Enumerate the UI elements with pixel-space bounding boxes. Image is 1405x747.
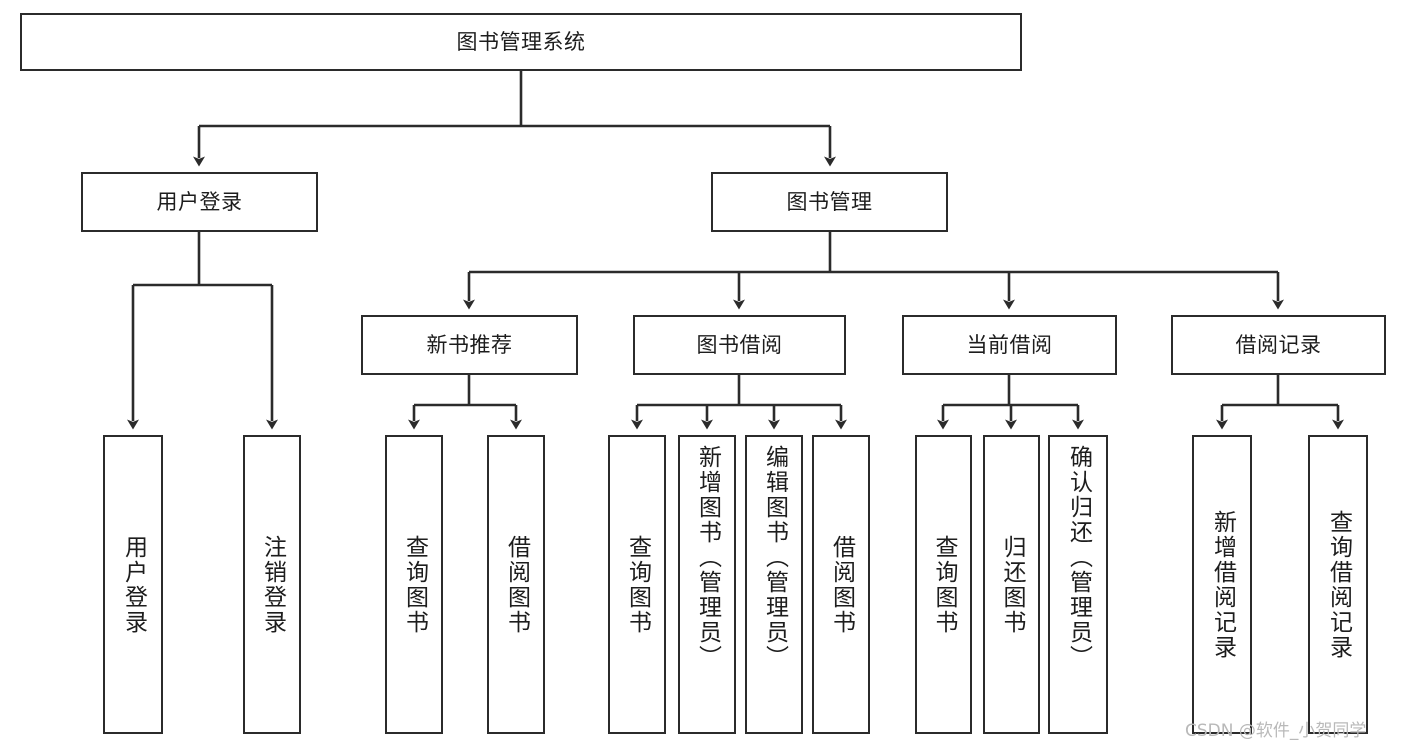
- node-leaf-bb-query-book-label: 查询图书: [624, 534, 651, 635]
- node-leaf-bb-borrow-book-label: 借阅图书: [828, 534, 855, 635]
- node-leaf-rec-query-book-label: 查询图书: [401, 534, 428, 635]
- node-borrow-record-label: 借阅记录: [1235, 332, 1322, 357]
- node-leaf-cb-return-book[interactable]: 归还图书: [983, 435, 1040, 734]
- node-book-manage[interactable]: 图书管理: [711, 172, 948, 232]
- edge-group-book-borrow: [631, 375, 847, 430]
- node-leaf-br-add-record-label: 新增借阅记录: [1209, 509, 1236, 660]
- edge-group-book-manage: [463, 232, 1284, 310]
- node-user-login-label: 用户登录: [156, 189, 243, 214]
- node-book-manage-label: 图书管理: [786, 189, 873, 214]
- node-current-borrow-label: 当前借阅: [966, 332, 1053, 357]
- node-new-book-rec-label: 新书推荐: [426, 332, 513, 357]
- node-leaf-rec-query-book[interactable]: 查询图书: [385, 435, 443, 734]
- node-leaf-bb-add-book-label: 新增图书（管理员）: [694, 445, 721, 670]
- node-user-login[interactable]: 用户登录: [81, 172, 318, 232]
- node-leaf-rec-borrow-book-label: 借阅图书: [503, 534, 530, 635]
- node-leaf-cb-confirm-return-label: 确认归还（管理员）: [1065, 445, 1092, 670]
- edge-group-user-login: [127, 232, 278, 430]
- node-leaf-cb-query-book-label: 查询图书: [931, 534, 957, 635]
- node-leaf-rec-borrow-book[interactable]: 借阅图书: [487, 435, 545, 734]
- edge-group-root: [193, 71, 836, 167]
- node-leaf-cb-query-book[interactable]: 查询图书: [915, 435, 972, 734]
- node-current-borrow[interactable]: 当前借阅: [902, 315, 1117, 375]
- node-leaf-bb-borrow-book[interactable]: 借阅图书: [812, 435, 870, 734]
- node-leaf-br-query-record-label: 查询借阅记录: [1325, 509, 1352, 660]
- node-leaf-cb-confirm-return[interactable]: 确认归还（管理员）: [1048, 435, 1108, 734]
- node-leaf-user-login[interactable]: 用户登录: [103, 435, 163, 734]
- edge-group-borrow-record: [1216, 375, 1344, 430]
- node-book-borrow[interactable]: 图书借阅: [633, 315, 846, 375]
- node-leaf-user-login-label: 用户登录: [120, 534, 147, 635]
- node-root-label: 图书管理系统: [456, 29, 586, 54]
- node-leaf-cb-return-book-label: 归还图书: [999, 534, 1025, 635]
- node-leaf-br-query-record[interactable]: 查询借阅记录: [1308, 435, 1368, 734]
- node-leaf-bb-edit-book[interactable]: 编辑图书（管理员）: [745, 435, 803, 734]
- node-root[interactable]: 图书管理系统: [20, 13, 1022, 71]
- edge-group-new-book-rec: [408, 375, 522, 430]
- edge-group-current-borrow: [937, 375, 1084, 430]
- node-leaf-bb-add-book[interactable]: 新增图书（管理员）: [678, 435, 736, 734]
- node-leaf-logout[interactable]: 注销登录: [243, 435, 301, 734]
- node-book-borrow-label: 图书借阅: [696, 332, 783, 357]
- node-leaf-br-add-record[interactable]: 新增借阅记录: [1192, 435, 1252, 734]
- node-new-book-rec[interactable]: 新书推荐: [361, 315, 578, 375]
- node-borrow-record[interactable]: 借阅记录: [1171, 315, 1386, 375]
- node-leaf-bb-edit-book-label: 编辑图书（管理员）: [761, 445, 788, 670]
- csdn-watermark: CSDN @软件_小贺同学: [1185, 721, 1367, 741]
- node-leaf-logout-label: 注销登录: [259, 534, 286, 635]
- node-leaf-bb-query-book[interactable]: 查询图书: [608, 435, 666, 734]
